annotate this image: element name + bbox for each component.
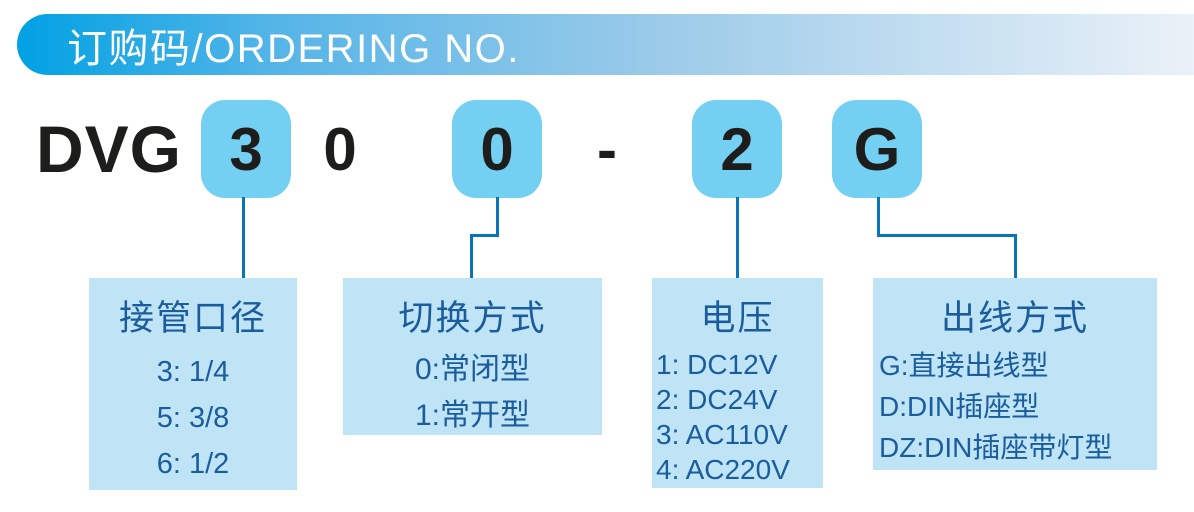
- connector-line-wiring-type-elbow: [877, 234, 1017, 237]
- section-title: 订购码/ORDERING NO.: [67, 26, 520, 71]
- legend-items: 1: DC12V 2: DC24V 3: AC110V 4: AC220V: [652, 347, 823, 487]
- legend-item: 6: 1/2: [156, 448, 230, 480]
- legend-item: 4: AC220V: [656, 454, 790, 485]
- code-prefix: DVG: [36, 112, 183, 186]
- code-segment-box-voltage: 2: [692, 100, 782, 198]
- legend-box-switch-type: 切换方式 0:常闭型 1:常开型: [343, 278, 602, 435]
- code-segment-box-wiring-type: G: [832, 100, 922, 198]
- connector-line-switch-type-upper: [496, 197, 499, 237]
- legend-item: 3: AC110V: [656, 419, 788, 450]
- section-header-bar: 订购码/ORDERING NO.: [17, 14, 1194, 75]
- connector-line-switch-type-lower: [470, 237, 473, 278]
- legend-item: G:直接出线型: [879, 350, 1049, 381]
- legend-box-wiring-type: 出线方式 G:直接出线型 D:DIN插座型 DZ:DIN插座带灯型: [873, 278, 1157, 470]
- legend-title: 出线方式: [940, 299, 1089, 338]
- legend-item: 2: DC24V: [656, 384, 778, 415]
- connector-line-pipe-size: [242, 197, 245, 278]
- connector-line-voltage: [736, 197, 739, 278]
- connector-line-switch-type-elbow: [470, 234, 499, 237]
- legend-item: 1: DC12V: [656, 349, 778, 380]
- legend-title: 切换方式: [398, 299, 547, 338]
- legend-box-voltage: 电压 1: DC12V 2: DC24V 3: AC110V 4: AC220V: [652, 278, 823, 488]
- legend-title: 接管口径: [118, 299, 267, 338]
- legend-item: 1:常开型: [414, 399, 531, 432]
- code-segment-box-pipe-size: 3: [201, 100, 291, 198]
- legend-title: 电压: [700, 299, 775, 338]
- connector-line-wiring-type-lower: [1014, 237, 1017, 278]
- legend-item: 0:常闭型: [414, 353, 531, 386]
- code-segment-dash: -: [597, 115, 617, 183]
- connector-line-wiring-type-upper: [877, 197, 880, 237]
- legend-item: 5: 3/8: [156, 402, 230, 434]
- legend-box-pipe-size: 接管口径 3: 1/4 5: 3/8 6: 1/2: [89, 278, 297, 490]
- code-segment-fixed-zero: 0: [323, 115, 357, 183]
- legend-item: 3: 1/4: [156, 356, 230, 388]
- legend-items: G:直接出线型 D:DIN插座型 DZ:DIN插座带灯型: [873, 345, 1157, 468]
- legend-items: 0:常闭型 1:常开型: [343, 347, 602, 439]
- legend-item: D:DIN插座型: [879, 391, 1040, 422]
- legend-items: 3: 1/4 5: 3/8 6: 1/2: [89, 349, 297, 487]
- code-segment-box-switch-type: 0: [452, 100, 542, 198]
- legend-item: DZ:DIN插座带灯型: [879, 432, 1113, 463]
